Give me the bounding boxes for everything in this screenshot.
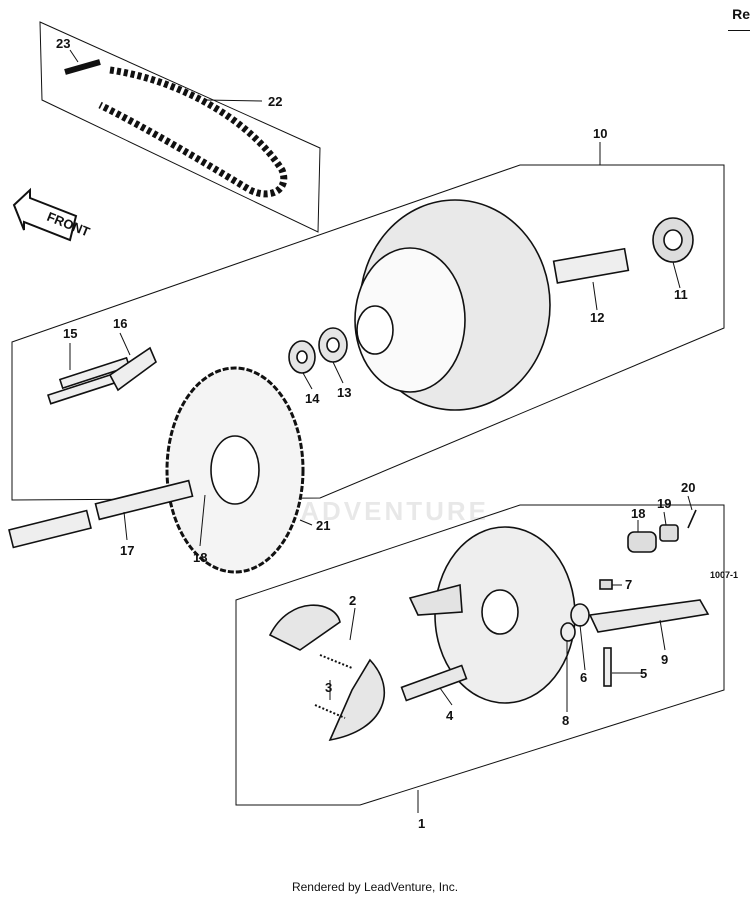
callout-8: 8 (562, 713, 569, 728)
collar-18 (627, 531, 657, 553)
callout-20: 20 (681, 480, 695, 495)
seal-14 (288, 340, 316, 374)
rear-hub (354, 199, 551, 411)
callout-11: 11 (674, 287, 688, 302)
diagram-code: 1007-1 (710, 570, 738, 580)
callout-14: 14 (305, 391, 320, 406)
callout-6: 6 (580, 670, 587, 685)
callout-22: 22 (268, 94, 282, 109)
callout-7: 7 (625, 577, 632, 592)
footer-credit: Rendered by LeadVenture, Inc. (291, 880, 459, 894)
hub-group-outline (11, 164, 725, 501)
brake-shoes-2 (268, 604, 386, 742)
callout-15: 15 (63, 326, 77, 341)
header-corner-rule (728, 30, 750, 31)
seal-8 (560, 622, 576, 642)
drive-chain (64, 59, 288, 198)
nut-7 (599, 579, 613, 590)
callout-17: 17 (120, 543, 134, 558)
brake-arm-9 (588, 599, 710, 633)
callout-5: 5 (640, 666, 647, 681)
sprocket-21 (165, 366, 305, 574)
callout-4: 4 (446, 708, 454, 723)
lock-plate-16 (108, 346, 157, 392)
axle-17 (8, 479, 194, 549)
washer-6 (570, 603, 590, 627)
spacer-12 (552, 247, 630, 284)
callout-10: 10 (593, 126, 607, 141)
springs-3 (314, 654, 353, 719)
bearing-11 (652, 217, 694, 263)
cotter-pin-20 (687, 509, 697, 529)
nut-19 (659, 524, 679, 542)
callout-12: 12 (590, 310, 604, 325)
front-arrow: FRONT (12, 187, 92, 242)
callout-18-upper: 18 (631, 506, 645, 521)
callout-9: 9 (661, 652, 668, 667)
bolt-5 (603, 647, 612, 687)
callout-16: 16 (113, 316, 127, 331)
callout-18-lower: 18 (193, 550, 207, 565)
brake-cam-4 (400, 664, 468, 702)
callout-13: 13 (337, 385, 351, 400)
callout-2: 2 (349, 593, 356, 608)
callout-3: 3 (325, 680, 332, 695)
chain-group-outline (39, 21, 321, 233)
callout-1: 1 (418, 816, 425, 831)
brake-group-outline (235, 504, 725, 806)
callout-21: 21 (316, 518, 330, 533)
callouts: 1 2 3 4 5 6 7 8 9 10 11 12 13 14 15 16 1… (56, 36, 738, 831)
seal-13 (318, 327, 348, 363)
header-corner-text: Re (732, 6, 750, 22)
callout-23: 23 (56, 36, 70, 51)
leader-lines (69, 49, 693, 813)
callout-19: 19 (657, 496, 671, 511)
